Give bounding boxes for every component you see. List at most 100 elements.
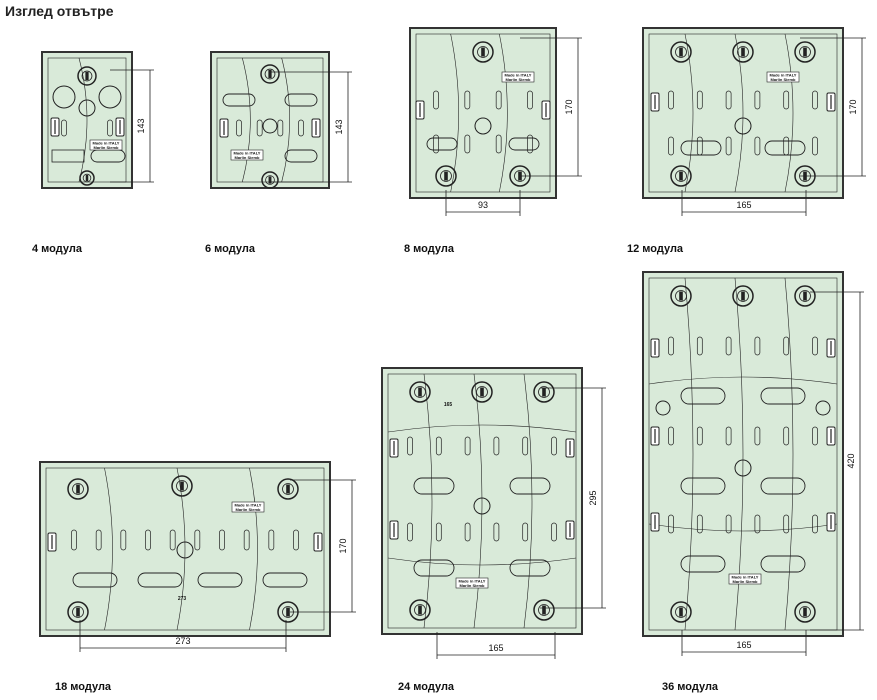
- screw-post: [533, 381, 555, 403]
- screw-slot: [418, 387, 422, 397]
- screw-slot: [480, 387, 484, 397]
- rib: [249, 467, 258, 631]
- slot: [293, 529, 299, 551]
- screw-post: [471, 381, 493, 403]
- screw-hole: [538, 604, 550, 616]
- slot: [495, 134, 502, 154]
- screw-post: [794, 285, 816, 307]
- page-title: Изглед отвътре: [5, 3, 114, 19]
- screw-hole: [72, 606, 84, 618]
- screw-hole: [282, 483, 294, 495]
- slot: [433, 90, 439, 110]
- screw-hole: [414, 386, 426, 398]
- knockout-circle: [98, 85, 122, 109]
- screw-slot: [481, 47, 485, 57]
- knockout-circle: [655, 400, 671, 416]
- screw-post: [732, 41, 754, 63]
- screw-slot: [180, 481, 184, 491]
- knockout-oval: [680, 477, 726, 495]
- screw-hole: [737, 46, 749, 58]
- slot: [277, 119, 284, 137]
- ce-label: [501, 71, 535, 83]
- slot: [464, 436, 471, 456]
- slot: [243, 529, 250, 551]
- screw-slot: [803, 607, 807, 617]
- ce-label: [89, 139, 123, 151]
- enclosure-inner: [648, 277, 838, 631]
- knockout-oval: [284, 93, 318, 107]
- screw-hole: [414, 604, 426, 616]
- inner-mark: 165: [444, 402, 453, 408]
- caption-8-modules: 8 модула: [404, 243, 454, 255]
- screw-hole: [799, 290, 811, 302]
- slot: [812, 136, 818, 156]
- ce-label-made: Made in ITALY: [505, 73, 532, 78]
- screw-slot: [679, 47, 683, 57]
- slot: [495, 90, 502, 110]
- width-dimension-value: 165: [736, 640, 751, 650]
- knockout-oval: [760, 387, 806, 405]
- screw-post: [67, 601, 89, 623]
- arc-rib: [648, 376, 838, 385]
- ce-label-brand: Marlin Siemb: [506, 77, 531, 82]
- slot: [236, 119, 242, 137]
- caption-18-modules: 18 модула: [55, 681, 112, 693]
- ce-label-brand: Marlin Siemb: [94, 145, 119, 150]
- screw-slot: [418, 605, 422, 615]
- knockout-oval: [680, 140, 722, 156]
- height-dimension-value: 170: [338, 538, 348, 553]
- ce-label-brand: Marlin Siemb: [236, 507, 261, 512]
- screw-post: [794, 41, 816, 63]
- slot: [754, 514, 761, 534]
- rib: [78, 57, 88, 183]
- rib: [734, 33, 744, 193]
- rib: [684, 277, 694, 631]
- knockout-circle: [734, 459, 752, 477]
- rib: [684, 33, 694, 193]
- screw-hole: [675, 46, 687, 58]
- screw-hole: [477, 46, 489, 58]
- slot: [783, 336, 790, 356]
- width-dimension-value: 165: [488, 643, 503, 653]
- rib: [423, 373, 433, 629]
- slot: [783, 90, 790, 110]
- knockout-oval: [72, 572, 118, 588]
- screw-post: [79, 170, 95, 186]
- slot: [754, 136, 761, 156]
- slot: [145, 529, 151, 551]
- screw-post: [67, 478, 89, 500]
- slot: [725, 90, 732, 110]
- knockout-oval: [680, 387, 726, 405]
- slot: [464, 90, 471, 110]
- slot: [407, 522, 413, 542]
- knockout-circle: [176, 541, 194, 559]
- slot: [169, 529, 176, 551]
- slot: [95, 529, 102, 551]
- ce-label-brand: Marlin Siemb: [733, 579, 758, 584]
- screw-slot: [268, 176, 272, 184]
- slot: [696, 514, 703, 534]
- slot: [668, 514, 674, 534]
- screw-slot: [803, 291, 807, 301]
- ce-label-brand: Marlin Siemb: [771, 77, 796, 82]
- knockout-oval: [222, 93, 256, 107]
- knockout-oval: [680, 555, 726, 573]
- rib: [104, 467, 113, 631]
- slot: [783, 514, 790, 534]
- rib: [450, 33, 459, 193]
- inner-mark: 273: [178, 596, 187, 602]
- screw-slot: [76, 484, 80, 494]
- width-dimension-value: 93: [478, 200, 488, 210]
- height-dimension-value: 170: [564, 99, 574, 114]
- height-dimension-value: 170: [848, 99, 858, 114]
- knockout-oval: [764, 140, 806, 156]
- screw-post: [533, 599, 555, 621]
- slot: [725, 514, 732, 534]
- rib: [523, 373, 533, 629]
- rib: [242, 57, 251, 183]
